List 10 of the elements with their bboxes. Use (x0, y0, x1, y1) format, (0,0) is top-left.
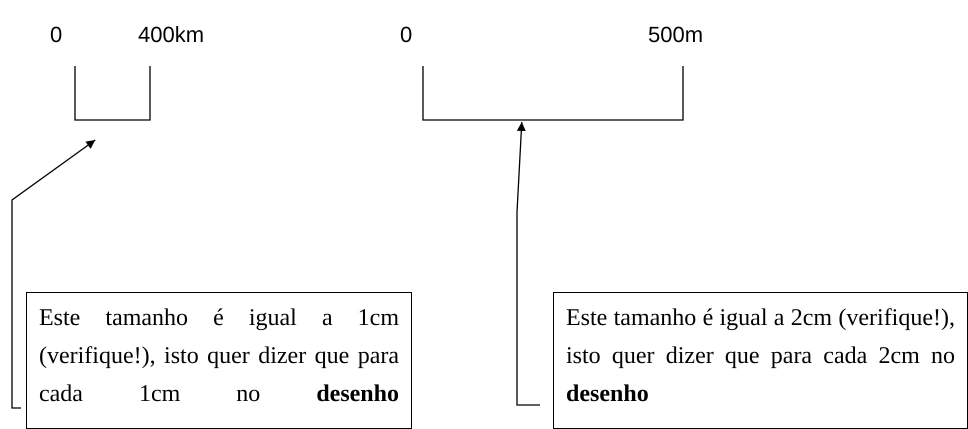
scale-bar (422, 66, 684, 121)
scale-bar (74, 66, 151, 121)
scale-label: 0 (50, 22, 62, 48)
leader-arrow (516, 122, 540, 406)
note-box: Este tamanho é igual a 1cm (verifique!), isto quer dizer que para cada 1cm no desenho (26, 292, 412, 429)
leader-arrow (11, 139, 96, 409)
scale-label: 0 (400, 22, 412, 48)
note-box: Este tamanho é igual a 2cm (verifique!), isto quer dizer que para cada 2cm no desenho (553, 292, 968, 429)
scale-label: 500m (648, 22, 704, 48)
scale-label: 400km (138, 22, 204, 48)
